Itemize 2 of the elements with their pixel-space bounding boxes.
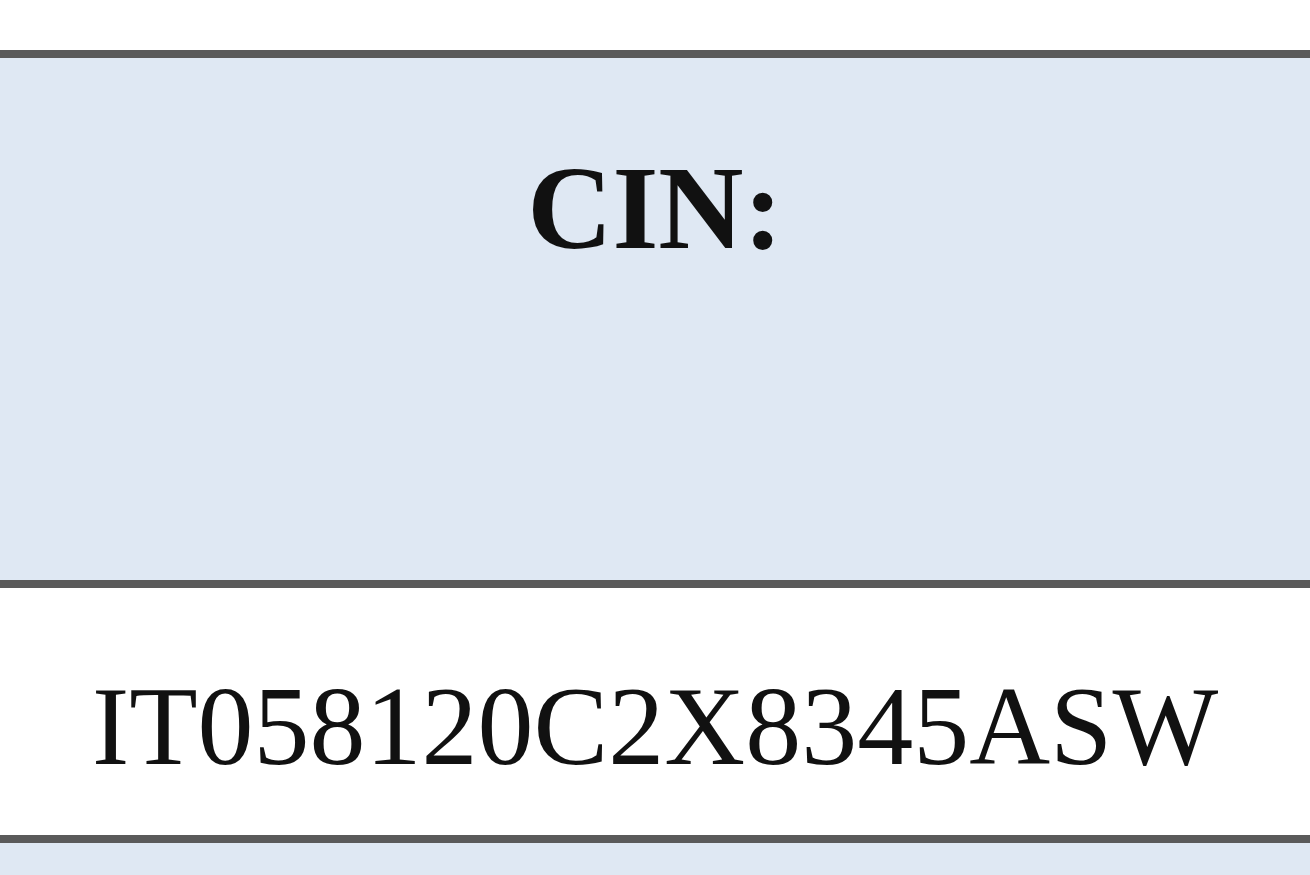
column-header: CIN: [527, 150, 783, 268]
table-value: IT058120C2X8345ASW [91, 670, 1219, 782]
